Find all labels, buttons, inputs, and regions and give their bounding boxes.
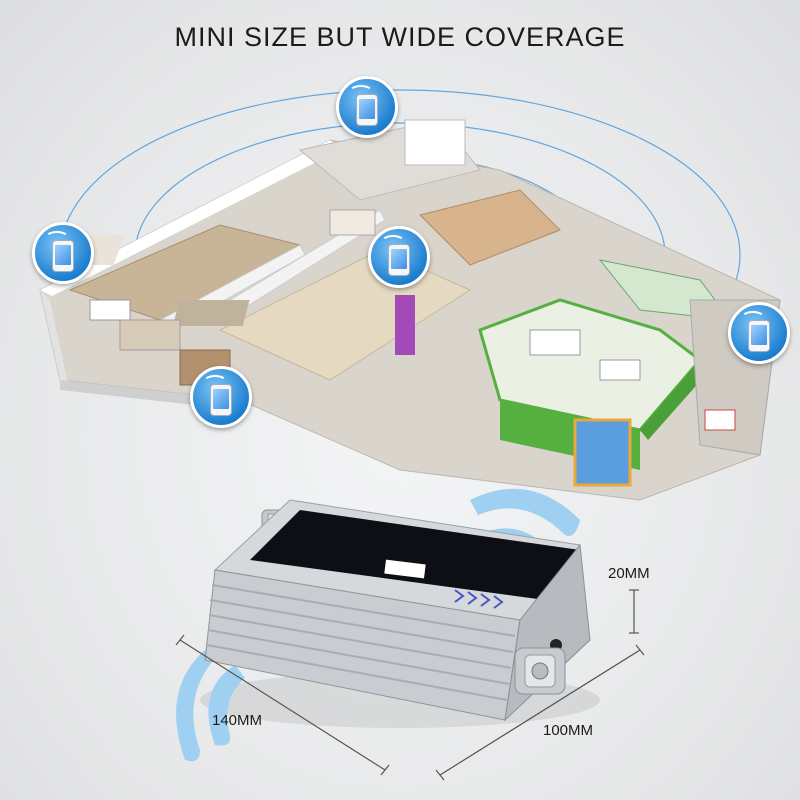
headline: MINI SIZE BUT WIDE COVERAGE: [174, 22, 626, 52]
phone-wifi-icon: [336, 76, 398, 138]
phone-wifi-icon: [368, 226, 430, 288]
length-dimension-label: 140MM: [212, 712, 263, 729]
phone-wifi-icon: [32, 222, 94, 284]
house-floorplan: [39, 119, 781, 501]
width-dimension-label: 100MM: [543, 722, 594, 739]
phone-wifi-icon: [190, 366, 252, 428]
dimension-lines: [175, 589, 645, 781]
signal-booster-device: [204, 499, 591, 722]
height-dimension-label: 20MM: [608, 565, 650, 582]
phone-wifi-icon: [728, 302, 790, 364]
